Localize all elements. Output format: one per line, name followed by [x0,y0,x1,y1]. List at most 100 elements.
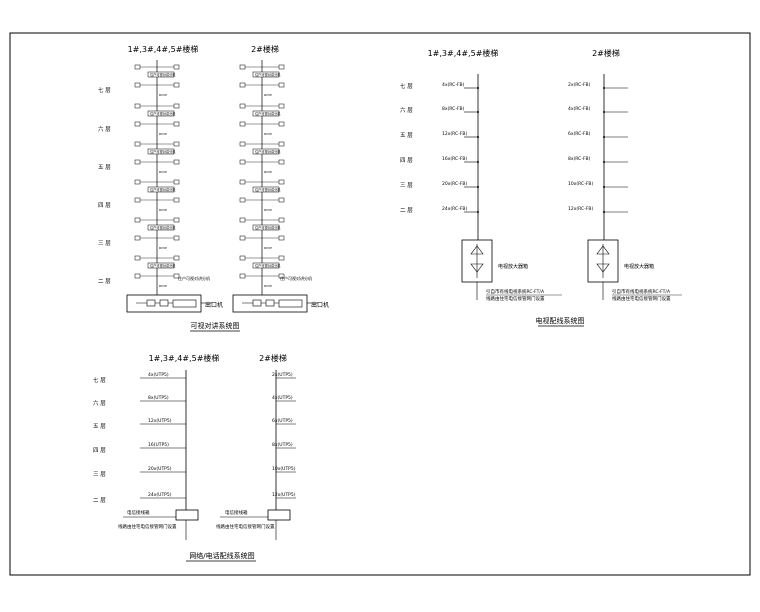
branch-node [477,186,479,188]
network-floor-label: 五 层 [93,423,106,430]
network-cable-label: 12x(UTP5) [272,492,296,498]
intercom-floor-label: 六 层 [98,125,111,133]
catv-cable-label: 4x(RC-FB) [568,106,591,112]
branch-node [603,136,605,138]
branch-node [603,87,605,89]
catv-floor-label: 四 层 [400,157,413,164]
intercom-unit-box [252,148,280,155]
catv-cable-label: 8x(RC-FB) [442,106,465,112]
intercom-cable-mark: RVVP [264,170,272,174]
branch-node [477,111,479,113]
network-branches-b: 2x(UTP5)4x(UTP5)6x(UTP5)8x(UTP5)10x(UTP5… [272,372,296,499]
intercom-outlet [173,159,180,165]
intercom-outlet [278,197,285,203]
network-heading-b: 2#楼梯 [259,353,287,363]
intercom-unit-label: 住户可视对讲分机 [150,187,176,192]
intercom-outlet [173,82,180,88]
intercom-floor-label: 五 层 [98,164,111,171]
intercom-unit-label: 住户可视对讲分机 [150,111,176,116]
catv-entry-a-1: 引自市有线电视系统RC-FT/A [486,288,545,295]
intercom-outlet [239,197,246,203]
intercom-cable-mark: RVVP [264,246,272,250]
intercom-outlet [278,64,285,70]
catv-entry-a-2: 线路由住宅电信接管网门设置 [486,295,545,302]
network-heading-a: 1#,3#,4#,5#楼梯 [149,353,220,363]
network-floor-label: 三 层 [93,471,106,478]
catv-cable-label: 4x(RC-FB) [442,82,465,88]
network-floor-labels: 七 层 六 层 五 层 四 层 三 层 二 层 [93,376,106,504]
intercom-outlet [173,179,180,185]
branch-node [603,186,605,188]
intercom-outlet [278,217,285,223]
catv-cable-label: 20x(RC-FB) [442,181,467,187]
intercom-outlet [239,103,246,109]
catv-cable-label: 2x(RC-FB) [568,82,591,88]
branch-node [603,161,605,163]
catv-floor-label: 三 层 [400,182,413,189]
intercom-cable-mark: RVVP [159,93,167,97]
intercom-outlet [278,141,285,147]
intercom-riser-a: 住户可视对讲分机RVVP住户可视对讲分机RVVP住户可视对讲分机RVVP住户可视… [134,60,180,295]
intercom-heading-a: 1#,3#,4#,5#楼梯 [128,44,199,54]
intercom-outlet [134,255,141,261]
intercom-unit-label: 住户可视对讲分机 [255,149,281,154]
intercom-outlet [278,179,285,185]
catv-cable-label: 16x(RC-FB) [442,156,467,162]
intercom-cable-mark: RVVP [264,93,272,97]
door-station-label-a: 出口机 [205,301,223,309]
intercom-unit-box [147,186,175,193]
branch-node [603,111,605,113]
door-station-label-b: 出口机 [311,301,329,309]
network-floor-label: 六 层 [93,399,106,407]
network-floor-label: 四 层 [93,447,106,454]
network-box-label-b: 电信接线箱 [225,509,248,516]
intercom-heading-b: 2#楼梯 [251,44,279,54]
network-caption: 网络/电话配线系统图 [189,551,254,560]
intercom-unit-box [147,148,175,155]
intercom-outlet [134,141,141,147]
intercom-cable-mark: RVVP [159,246,167,250]
catv-branches-b: 2x(RC-FB)4x(RC-FB)6x(RC-FB)8x(RC-FB)10x(… [568,82,628,213]
intercom-outlet [173,103,180,109]
intercom-floor-labels: 七 层 六 层 五 层 四 层 三 层 二 层 [98,86,111,285]
catv-entry-b-1: 引自市有线电视系统RC-FT/A [612,288,671,295]
intercom-outlet [173,197,180,203]
intercom-floor-label: 三 层 [98,240,111,247]
catv-cable-label: 12x(RC-FB) [568,206,593,212]
catv-cable-label: 6x(RC-FB) [568,131,591,137]
intercom-outlet [239,159,246,165]
intercom-extra-unit-b: 住户可视对讲分机 [280,275,312,281]
intercom-outlet [173,141,180,147]
branch-node [477,87,479,89]
network-cable-label: 10x(UTP5) [272,466,296,472]
intercom-riser-b: 住户可视对讲分机RVVP住户可视对讲分机RVVP住户可视对讲分机RVVP住户可视… [239,60,285,295]
intercom-cable-mark: RVVP [264,132,272,136]
intercom-unit-box [252,186,280,193]
intercom-outlet [278,82,285,88]
intercom-outlet [134,235,141,241]
intercom-outlet [239,82,246,88]
network-branches-a: 4x(UTP5)8x(UTP5)12x(UTP5)16(UTP5)20x(UTP… [140,372,186,499]
intercom-outlet [134,217,141,223]
intercom-cable-mark: RVVP [159,208,167,212]
catv-caption: 电视配线系统图 [536,316,585,325]
branch-node [477,211,479,213]
catv-floor-label: 六 层 [400,106,413,114]
intercom-unit-box [147,71,175,78]
network-box-a [175,509,199,521]
network-cable-label: 12x(UTP5) [148,418,172,424]
network-box-b [267,509,291,521]
catv-heading-b: 2#楼梯 [592,48,620,58]
catv-cable-label: 12x(RC-FB) [442,131,467,137]
network-cable-label: 20x(UTP5) [148,466,172,472]
catv-entry-b-2: 线路由住宅电信接管网门设置 [612,295,671,302]
network-floor-label: 二 层 [93,497,106,504]
branch-node [603,211,605,213]
door-station-box-b [232,294,308,313]
network-floor-label: 七 层 [93,376,106,384]
door-station-unit-b [252,299,262,307]
network-cable-label: 4x(UTP5) [148,372,169,378]
intercom-outlet [278,121,285,127]
network-box-label-a: 电信接线箱 [127,509,150,516]
intercom-unit-label: 住户可视对讲分机 [255,187,281,192]
